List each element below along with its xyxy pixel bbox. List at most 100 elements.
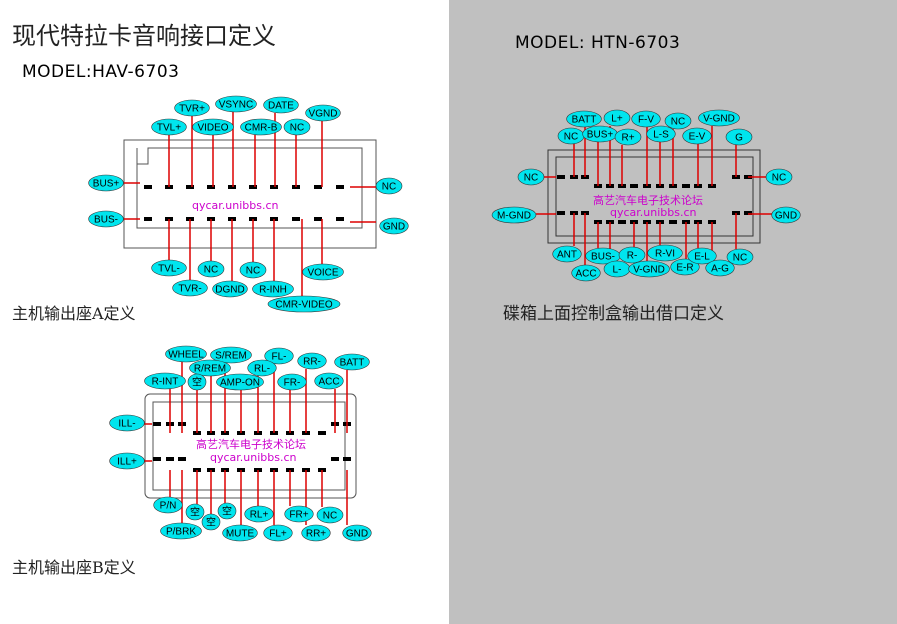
connector-b-bottom-pin: [166, 457, 174, 461]
connector-b-bottom-7-bubble: [263, 524, 293, 542]
connector-c-housing: [547, 149, 761, 244]
right-gray-panel: [449, 0, 897, 624]
right-model-name: HTN-6703: [591, 33, 681, 53]
connector-b-top-1-label: S/REM: [215, 351, 247, 362]
connector-b-top-11-label: BATT: [340, 358, 365, 369]
connector-a-housing: [123, 139, 377, 249]
connector-a-bottom-2-bubble: [197, 260, 225, 278]
connector-c-right-0-bubble: [765, 168, 793, 186]
connector-b-bottom-5-bubble: [222, 524, 258, 542]
connector-c-top-8-bubble: [646, 125, 676, 143]
connector-a-top-pin: [207, 185, 215, 189]
connector-a-bottom-5-label: R-INH: [259, 285, 287, 296]
connector-a-left-0-label: BUS+: [93, 179, 120, 190]
connector-a-bottom-pin: [292, 217, 300, 221]
connector-pins: [144, 175, 752, 472]
connector-c-top-9-label: E-V: [689, 132, 706, 143]
connector-a-right-1-label: GND: [383, 222, 405, 233]
connector-b-watermark-cn: 高艺汽车电子技术论坛: [196, 437, 306, 451]
connector-b-top-0-label: WHEEL: [168, 350, 204, 361]
connector-a-top-0-label: TVR+: [179, 104, 205, 115]
connector-b-bottom-pin: [153, 457, 161, 461]
connector-c-top-8-label: L-S: [653, 130, 669, 141]
connector-a-top-7-label: VGND: [309, 109, 338, 120]
connector-a-top-pin: [186, 185, 194, 189]
connector-a-top-6-bubble: [283, 118, 311, 136]
connector-c-bottom-8-label: E-L: [694, 252, 710, 263]
connector-b-top-4-bubble: [187, 373, 207, 391]
connector-c-bottom-pin: [669, 220, 677, 224]
connector-c-left-1-label: M-GND: [497, 211, 531, 222]
connector-a-bottom-pin: [144, 217, 152, 221]
connector-b-bottom-pin: [343, 457, 351, 461]
connector-a-top-pin: [144, 185, 152, 189]
connector-c-top-6-label: BUS+: [587, 130, 614, 141]
connector-b-bottom-3-label: 空: [222, 505, 232, 518]
connector-c-top-2-bubble: [631, 110, 661, 128]
connector-wires: [124, 112, 772, 525]
connector-c-left-1-bubble: [491, 206, 537, 224]
connector-c-right-0-label: NC: [772, 173, 786, 184]
connector-b-left-1-bubble: [109, 452, 145, 470]
connector-c-bottom-5-bubble: [628, 260, 670, 278]
connector-c-right-1-label: GND: [775, 211, 797, 222]
connector-b-left-0-bubble: [109, 414, 145, 432]
pin-label-bubbles: TVR+TVL+VIDEOVSYNCCMR-BDATENCVGNDTVL-TVR…: [88, 95, 801, 542]
connector-b-bottom-2-bubble: [201, 513, 221, 531]
connector-b-bottom-1-bubble: [185, 503, 205, 521]
connector-c-mid-pin: [682, 184, 690, 188]
connector-a-top-7-bubble: [305, 104, 341, 122]
connector-b-top-1-bubble: [210, 346, 252, 364]
connector-a-top-pin: [228, 185, 236, 189]
connector-b-top-6-bubble: [264, 347, 294, 365]
connector-a-bottom-7-label: VOICE: [307, 268, 338, 279]
connector-c-top-0-bubble: [566, 110, 602, 128]
connector-a-bottom-3-label: DGND: [215, 285, 244, 296]
connector-b-top-pin: [153, 422, 161, 426]
connector-b-bottom-10-label: NC: [323, 511, 337, 522]
caption-connector-a: 主机输出座A定义: [12, 304, 136, 323]
connector-a-top-4-label: CMR-B: [245, 123, 278, 134]
connector-c-bottom-pin: [744, 211, 752, 215]
caption-connector-right: 碟箱上面控制盒输出借口定义: [503, 304, 724, 324]
connector-c-bottom-6-label: R-VI: [655, 249, 675, 260]
connector-c-mid-pin: [630, 184, 638, 188]
connector-c-top-10-label: G: [735, 133, 743, 144]
left-model-name: HAV-6703: [92, 62, 180, 82]
connector-b-top-11-bubble: [334, 353, 370, 371]
connector-b-mid-pin: [318, 431, 326, 435]
connector-c-top-10-bubble: [725, 128, 753, 146]
connector-b-bottom-5-label: MUTE: [226, 529, 255, 540]
connector-a-bottom-1-label: TVR-: [178, 284, 201, 295]
right-model-prefix: MODEL:: [515, 33, 586, 53]
connector-c-left-0-bubble: [517, 168, 545, 186]
connector-a-bottom-0-label: TVL-: [158, 264, 180, 275]
connector-b-bottom-8-label: FR+: [289, 510, 308, 521]
connector-a-top-3-label: VSYNC: [219, 100, 253, 111]
connector-a-bottom-6-label: CMR-VIDEO: [275, 300, 332, 311]
connector-c-top-4-label: V-GND: [703, 114, 735, 125]
connector-b-bottom-7-label: FL+: [269, 529, 287, 540]
connector-c-bottom-4-label: R-: [627, 251, 638, 262]
connector-b-bottom-pin: [178, 457, 186, 461]
connector-b-top-3-label: R-INT: [152, 377, 179, 388]
connector-c-bottom-7-bubble: [670, 258, 700, 276]
connector-c-top-7-bubble: [614, 128, 642, 146]
connector-a-left-1-bubble: [88, 210, 124, 228]
connector-c-bottom-9-bubble: [705, 259, 735, 277]
connector-b-bottom-2-label: 空: [206, 516, 216, 529]
connector-c-bottom-1-bubble: [571, 264, 601, 282]
connector-a-bottom-4-bubble: [239, 261, 267, 279]
connector-b-top-0-bubble: [165, 345, 207, 363]
connector-b-top-7-bubble: [247, 359, 277, 377]
connector-a-top-0-bubble: [174, 99, 210, 117]
connector-b-top-5-label: AMP-ON: [220, 378, 260, 389]
connector-a-bottom-7-bubble: [302, 263, 344, 281]
connector-b-top-2-bubble: [189, 359, 231, 377]
connector-b-bottom-1-label: 空: [190, 506, 200, 519]
connector-a-top-1-bubble: [151, 118, 187, 136]
connector-b-bottom-8-bubble: [284, 505, 314, 523]
connector-c-top-5-label: NC: [564, 132, 578, 143]
connector-a-top-6-label: NC: [290, 123, 304, 134]
connector-c-bottom-3-label: L-: [613, 265, 622, 276]
